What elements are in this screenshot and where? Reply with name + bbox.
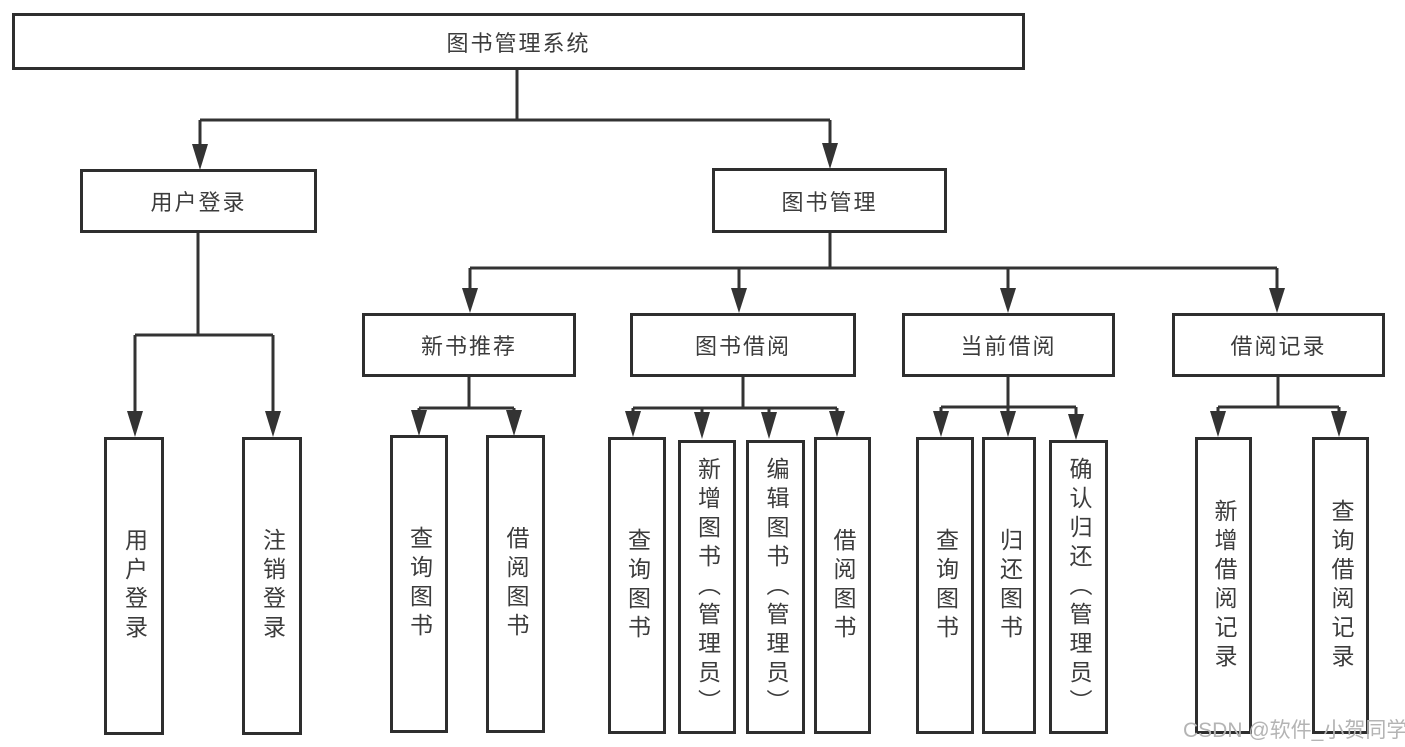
leaf-query-books-current: 查询图书: [916, 437, 974, 734]
node-current-borrowing: 当前借阅: [902, 313, 1115, 377]
node-borrowing-records: 借阅记录: [1172, 313, 1385, 377]
leaf-query-books-recommendation: 查询图书: [390, 435, 448, 733]
leaf-borrow-books-borrowing: 借阅图书: [814, 437, 871, 734]
leaf-return-books: 归还图书: [982, 437, 1036, 734]
leaf-logout-login: 注销登录: [242, 437, 302, 735]
leaf-confirm-return-admin: 确认归还（管理员）: [1049, 440, 1108, 734]
leaf-user-login: 用户登录: [104, 437, 164, 735]
node-book-management: 图书管理: [712, 168, 947, 233]
csdn-watermark: CSDN @软件_小贺同学: [1183, 719, 1405, 742]
node-library-management-system: 图书管理系统: [12, 13, 1025, 70]
node-user-login: 用户登录: [80, 169, 317, 233]
leaf-add-book-admin: 新增图书（管理员）: [678, 440, 736, 734]
node-new-book-recommendation: 新书推荐: [362, 313, 576, 377]
leaf-edit-book-admin: 编辑图书（管理员）: [746, 440, 805, 734]
leaf-add-borrow-record: 新增借阅记录: [1195, 437, 1252, 734]
leaf-borrow-books-recommendation: 借阅图书: [486, 435, 545, 733]
leaf-query-books-borrowing: 查询图书: [608, 437, 666, 734]
leaf-query-borrow-record: 查询借阅记录: [1312, 437, 1369, 734]
arrowhead-icons: [127, 143, 1347, 440]
node-book-borrowing: 图书借阅: [630, 313, 856, 377]
